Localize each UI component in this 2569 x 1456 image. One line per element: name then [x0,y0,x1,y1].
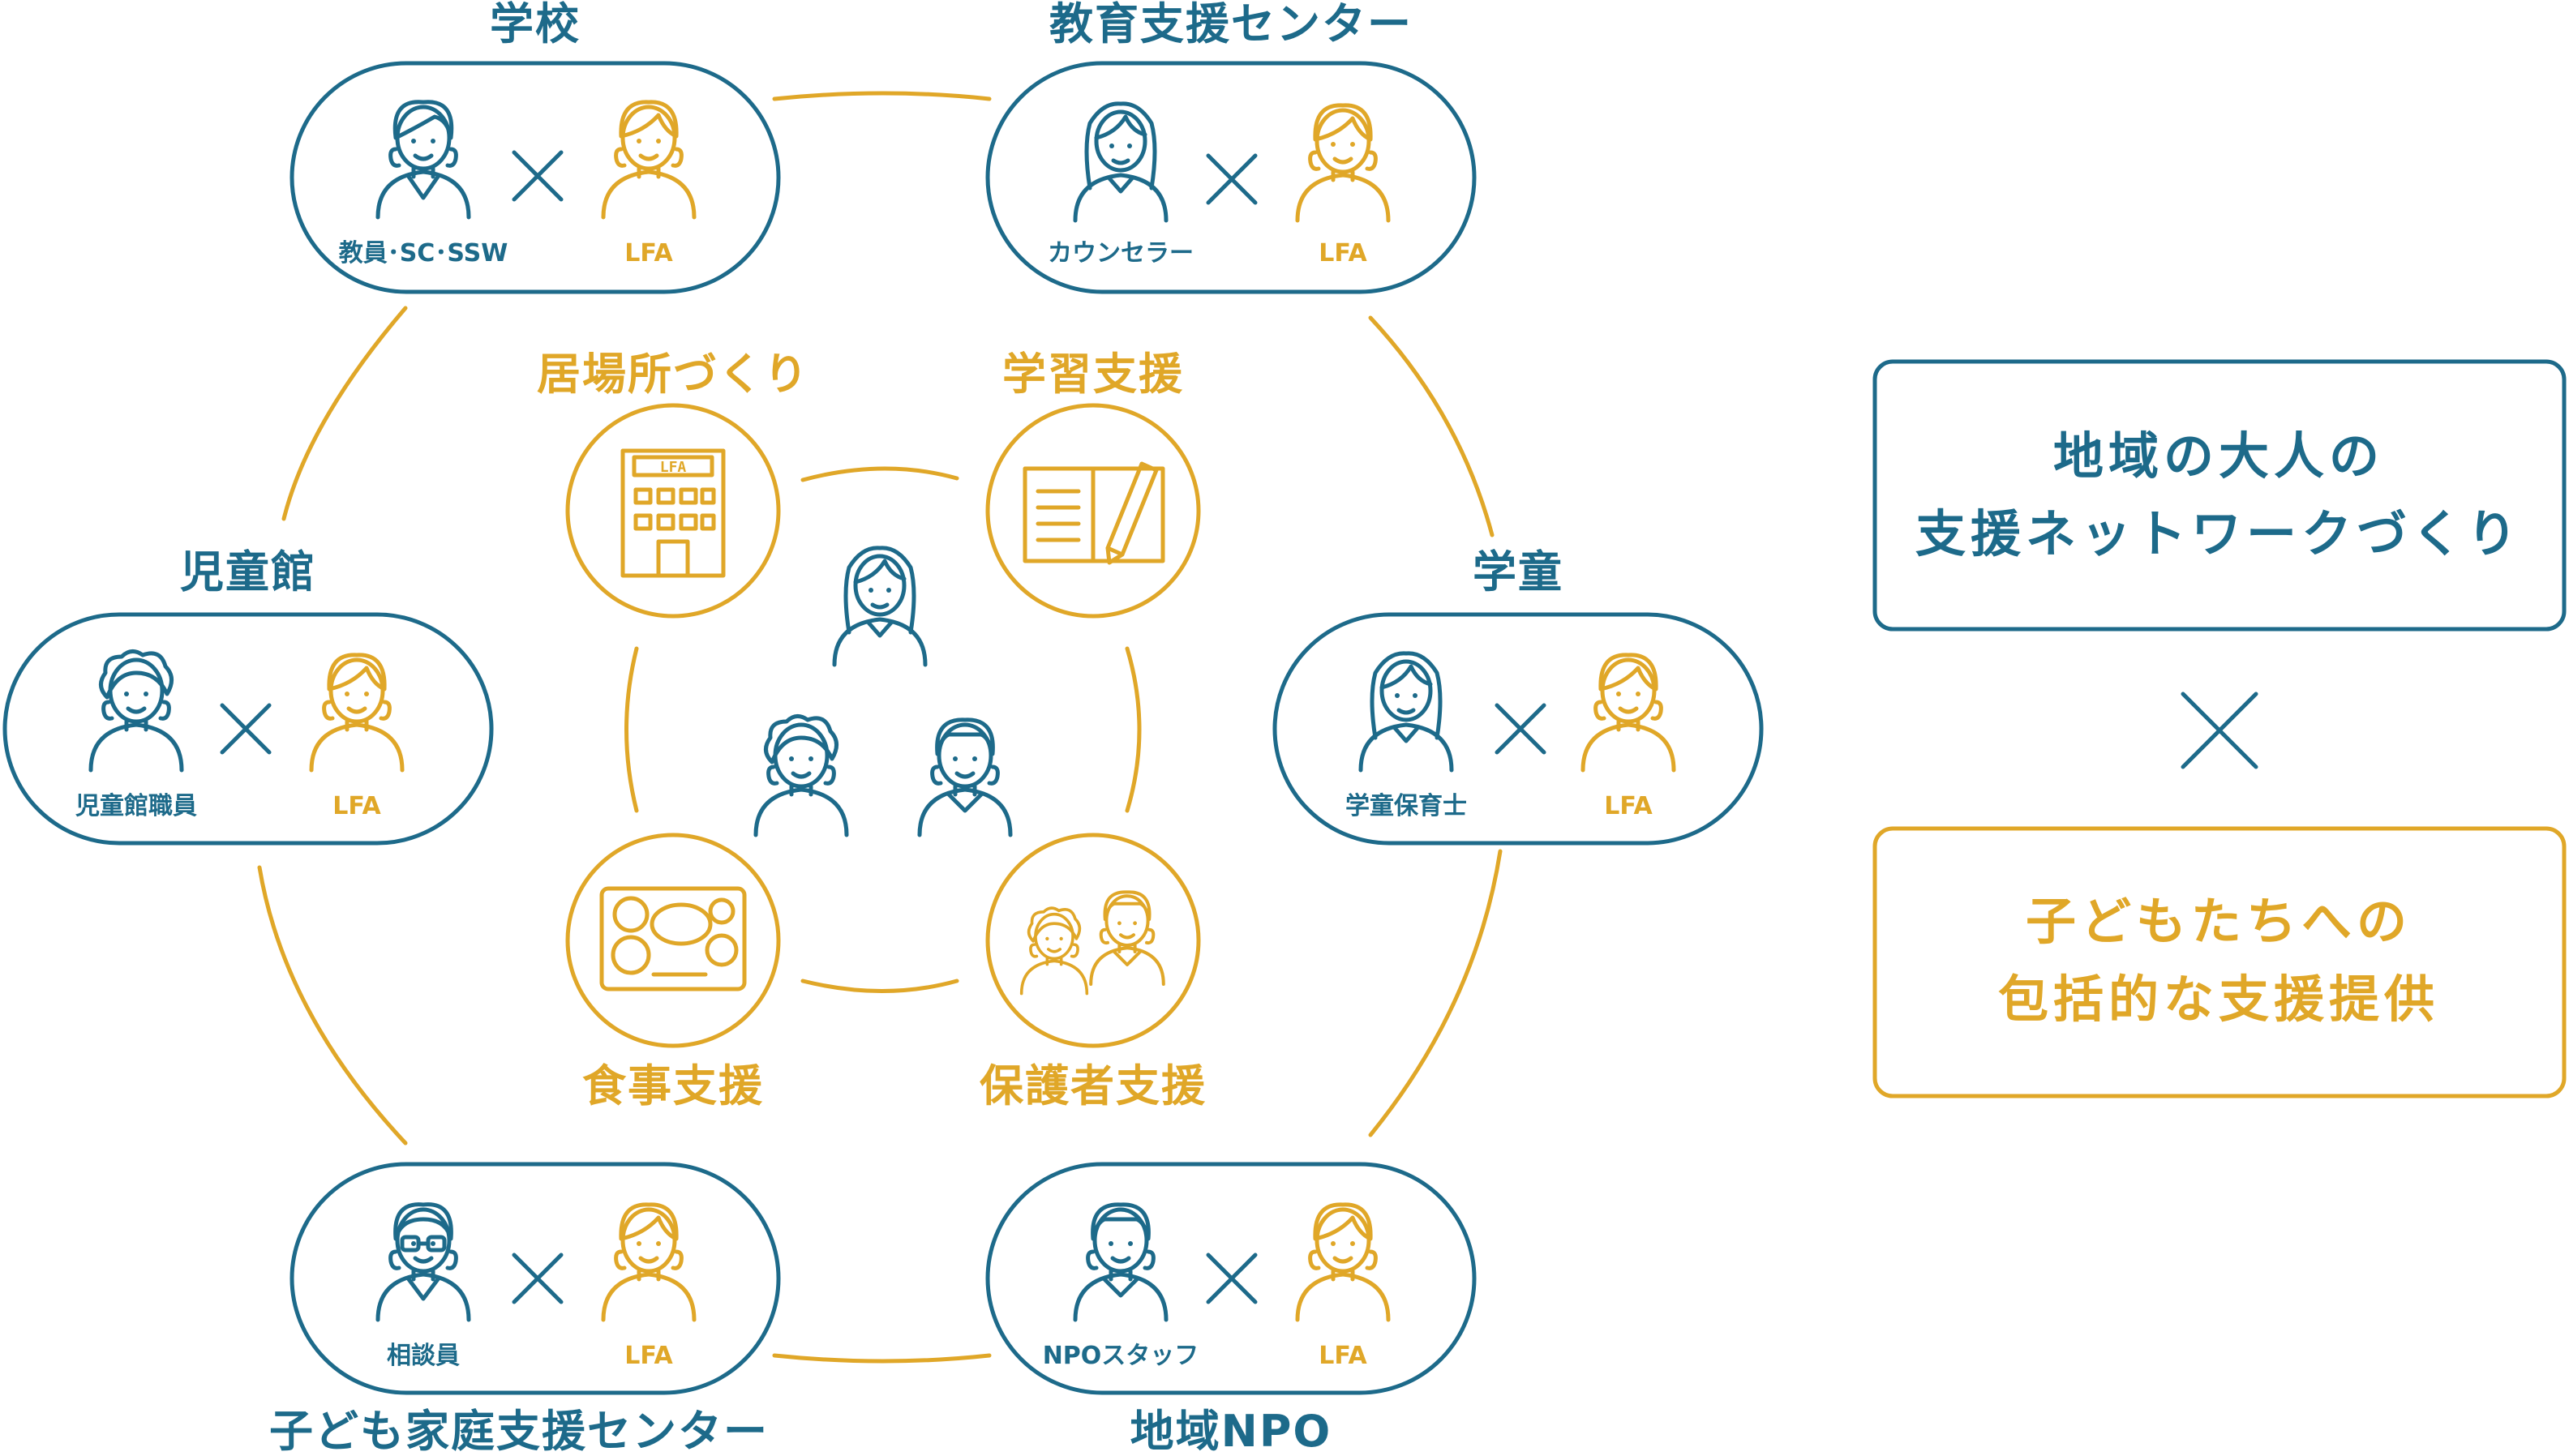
role-label-family-center: 相談員 [387,1342,460,1370]
role-label-jidokan: 児童館職員 [75,792,197,820]
inner-connections [624,466,1142,993]
npo-staff-icon [1075,1205,1166,1320]
lfa-label: LFA [624,239,673,268]
role-label-gakudo: 学童保育士 [1345,792,1467,820]
role-label-edu-center: カウンセラー [1048,239,1194,268]
partner-title-npo: 地域NPO [1130,1406,1332,1456]
partner-family-center [289,1162,781,1395]
cross-icon [512,1253,564,1304]
child-support-summary-line2: 包括的な支援提供 [1998,970,2439,1029]
notebook-icon [1023,461,1165,565]
partner-title-family-center: 子ども家庭支援センター [269,1406,769,1456]
meal-tray-icon [599,886,747,991]
lfa-label: LFA [332,792,381,820]
partner-gakudo [1272,612,1764,846]
jidokan-staff-icon [91,651,182,770]
nursery-teacher-icon [1361,653,1452,770]
partner-npo [985,1162,1477,1395]
partner-title-gakudo: 学童 [1473,546,1563,597]
cross-icon [1206,1253,1258,1304]
support-ibasho [565,403,781,619]
network-summary-box [1872,359,2567,632]
partner-title-school: 学校 [490,0,581,49]
cross-icon [512,150,564,202]
partner-edu-center [985,61,1477,294]
role-label-npo: NPOスタッフ [1043,1342,1199,1370]
lfa-person-icon [603,1205,694,1320]
child-support-summary-box [1872,826,2567,1098]
building-icon [620,448,726,578]
partner-school [289,61,781,294]
lfa-label: LFA [1319,239,1367,268]
child-support-summary-line1: 子どもたちへの [2026,892,2412,951]
partner-title-jidokan: 児童館 [180,546,316,597]
cross-icon [1206,153,1258,205]
consultant-icon [378,1205,469,1320]
outer-connections [257,91,1503,1364]
support-title-learning: 学習支援 [1002,349,1184,400]
parent-icon [1091,892,1164,984]
support-title-guardian: 保護者支援 [980,1060,1207,1111]
partner-jidokan [2,612,494,846]
lfa-person-icon [311,655,402,770]
support-meal [565,833,781,1048]
multiply-icon [2181,692,2258,769]
lfa-label: LFA [1604,792,1653,820]
support-title-ibasho: 居場所づくり [537,349,809,400]
building-sign: LFA [660,459,687,476]
support-guardian [985,833,1201,1048]
support-title-meal: 食事支援 [582,1060,764,1111]
support-learning [985,403,1201,619]
lfa-person-icon [1297,105,1388,221]
partner-title-edu-center: 教育支援センター [1049,0,1413,49]
children-icon [756,548,1010,835]
cross-icon [220,703,272,755]
lfa-person-icon [1583,655,1674,770]
counselor-icon [1075,104,1166,221]
network-summary-line2: 支援ネットワークづくり [1915,504,2522,563]
lfa-person-icon [1297,1205,1388,1320]
lfa-label: LFA [624,1342,673,1370]
lfa-label: LFA [1319,1342,1367,1370]
teacher-icon [378,102,469,217]
network-summary-line1: 地域の大人の [2053,426,2384,486]
role-label-school: 教員･SC･SSW [339,239,508,268]
parents-icon [1022,908,1087,994]
cross-icon [1495,703,1546,755]
lfa-person-icon [603,102,694,217]
